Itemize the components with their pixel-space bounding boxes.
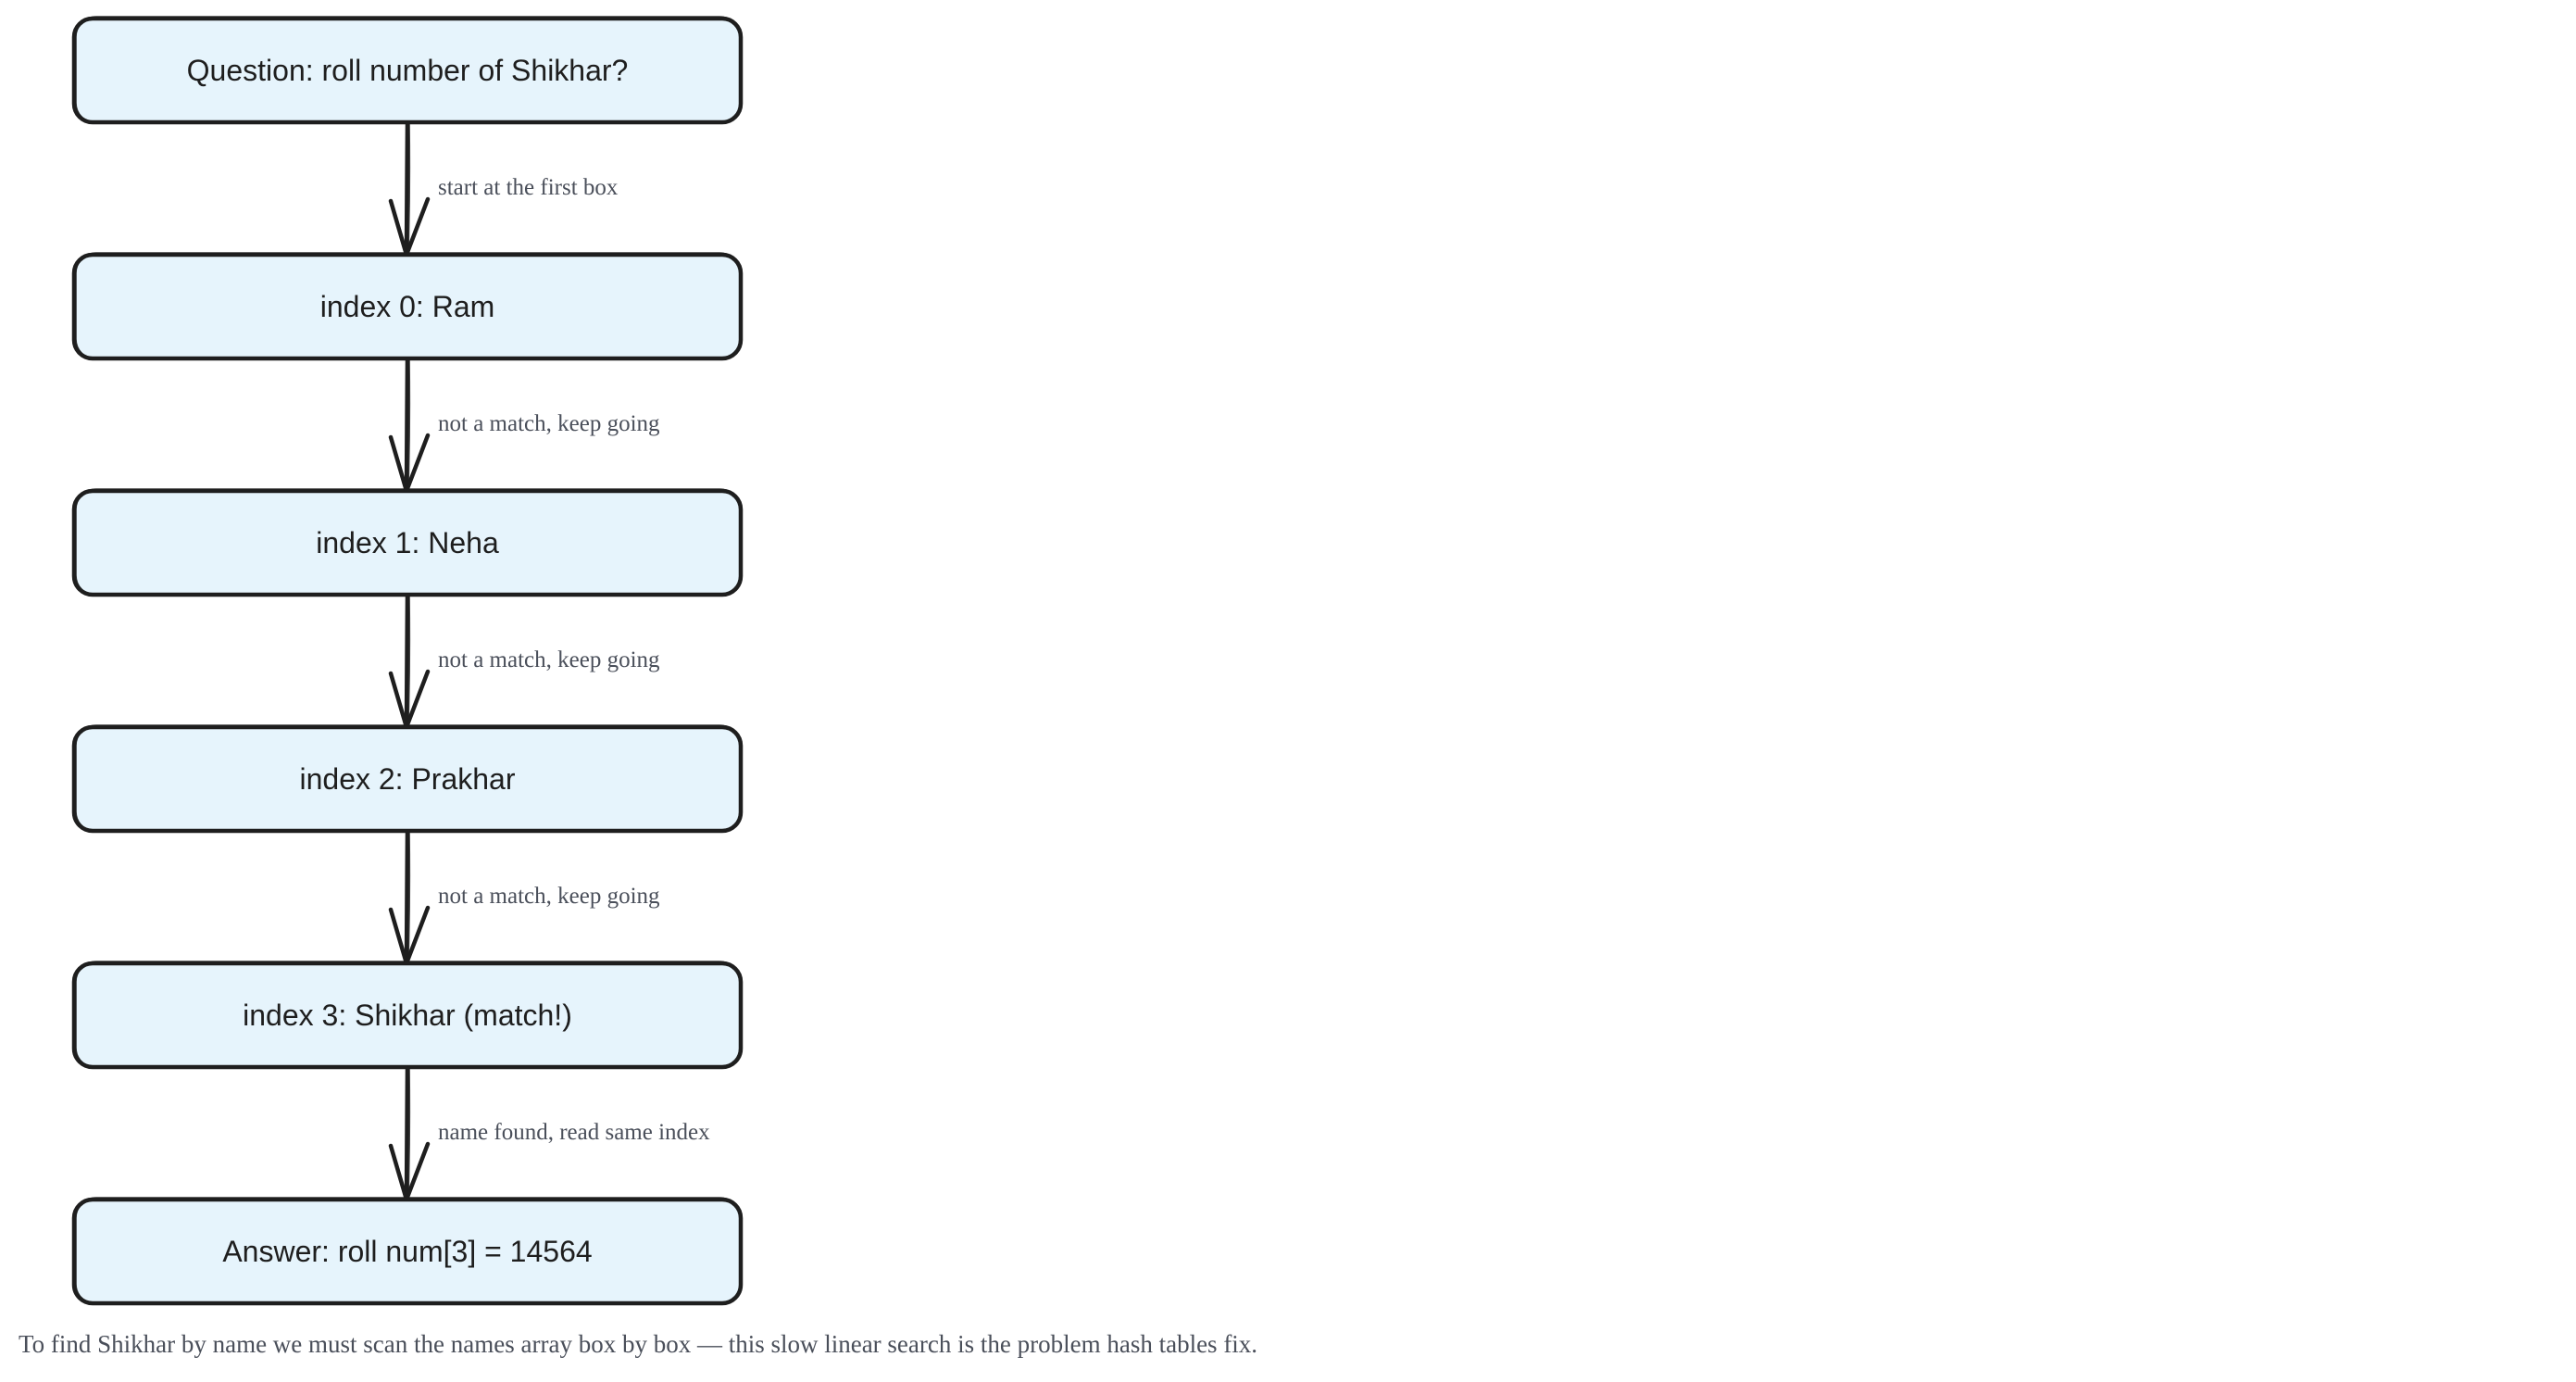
node-label: index 3: Shikhar (match!) (243, 999, 572, 1032)
node-index-3: index 3: Shikhar (match!) (71, 961, 744, 1070)
edge-index-3-to-answer: name found, read same index (388, 1064, 710, 1202)
edge-index-1-to-index-2: not a match, keep going (388, 592, 660, 730)
edge-line-sketch (407, 596, 411, 724)
edge-label: not a match, keep going (438, 884, 660, 909)
edge-line (404, 828, 410, 966)
node-answer: Answer: roll num[3] = 14564 (71, 1197, 744, 1306)
node-box-sketch (75, 724, 741, 833)
edge-index-2-to-index-3: not a match, keep going (388, 828, 660, 966)
edge-index-0-to-index-1: not a match, keep going (388, 356, 660, 494)
edge-line (404, 1064, 410, 1202)
edge-line (404, 356, 410, 494)
node-box-sketch (75, 252, 741, 360)
edge-label: name found, read same index (438, 1120, 710, 1145)
node-box (71, 252, 744, 361)
edge-line-sketch (407, 832, 411, 961)
edge-line-sketch (407, 1068, 411, 1197)
node-question: Question: roll number of Shikhar? (71, 16, 744, 125)
node-box (71, 16, 744, 125)
edge-label: not a match, keep going (438, 411, 660, 436)
edge-label: start at the first box (438, 175, 619, 200)
node-label: index 1: Neha (316, 526, 499, 559)
node-index-0: index 0: Ram (71, 252, 744, 361)
node-box (71, 1197, 744, 1306)
edge-question-to-index-0: start at the first box (388, 119, 619, 258)
node-label: index 2: Prakhar (299, 762, 515, 796)
node-label: Answer: roll num[3] = 14564 (222, 1235, 592, 1268)
node-box-sketch (75, 1197, 741, 1305)
node-box (71, 961, 744, 1070)
edge-label: not a match, keep going (438, 647, 660, 672)
nodes-layer: Question: roll number of Shikhar? index 0… (71, 16, 744, 1306)
edge-line (404, 592, 410, 730)
node-index-2: index 2: Prakhar (71, 724, 744, 834)
node-box-sketch (75, 16, 741, 124)
node-box-sketch (75, 961, 741, 1069)
node-box (71, 488, 744, 597)
edge-line-sketch (407, 359, 411, 488)
node-label: index 0: Ram (320, 290, 495, 323)
edge-line-sketch (407, 123, 411, 252)
node-box-sketch (75, 488, 741, 597)
node-index-1: index 1: Neha (71, 488, 744, 597)
edges-layer: start at the first box not a match, keep … (388, 119, 710, 1202)
caption: To find Shikhar by name we must scan the… (19, 1330, 1258, 1358)
node-label: Question: roll number of Shikhar? (187, 54, 629, 87)
node-box (71, 724, 744, 834)
edge-line (404, 119, 410, 258)
